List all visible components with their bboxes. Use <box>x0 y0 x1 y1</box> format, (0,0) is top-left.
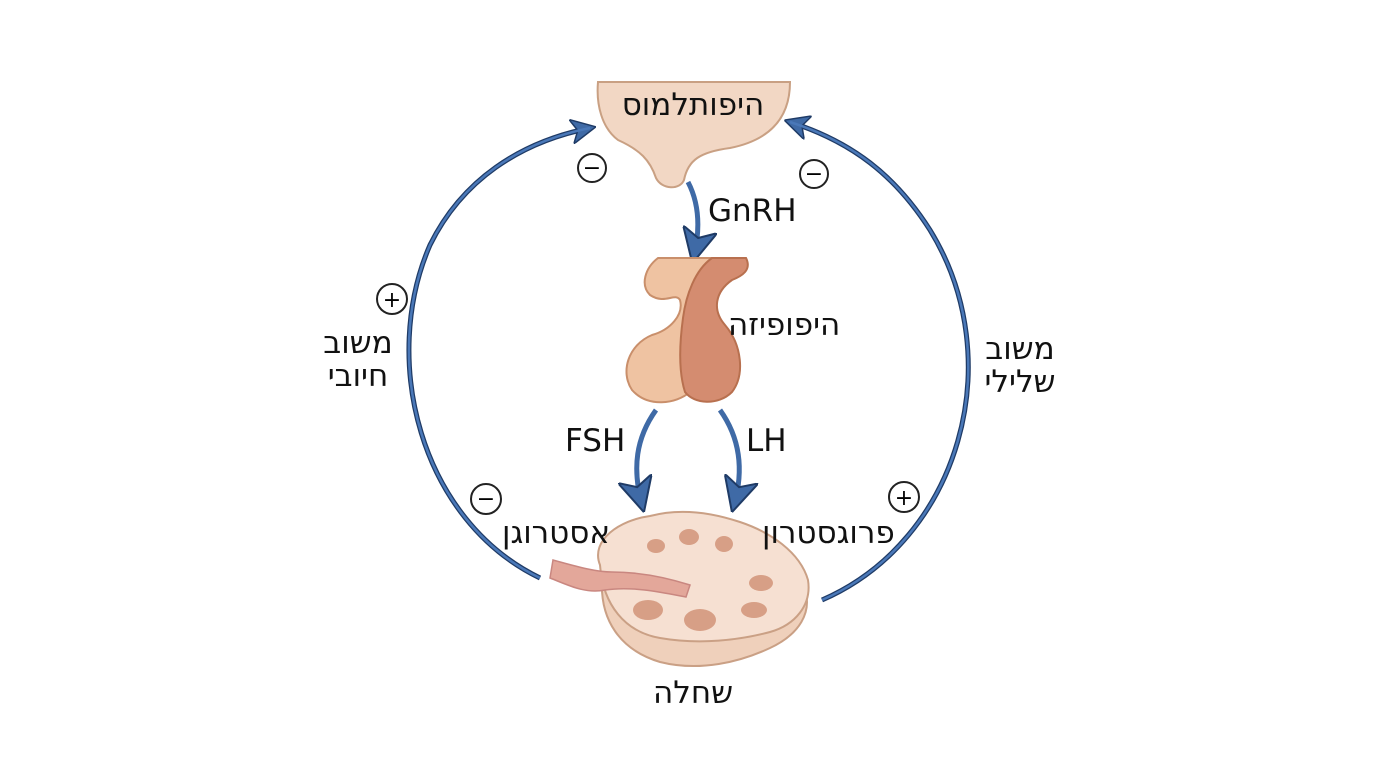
hypothalamus-label: היפותלמוס <box>621 87 765 123</box>
progesterone-label: פרוגסטרון <box>762 515 895 551</box>
svg-text:−: − <box>805 162 823 187</box>
positive-feedback-line2: חיובי <box>327 357 389 394</box>
ovary-label: שחלה <box>652 675 734 711</box>
minus-sign-hypothalamus-left: − <box>577 153 607 183</box>
gnrh-arrow <box>688 180 698 256</box>
fsh-label: FSH <box>565 423 626 459</box>
ovary-shape <box>549 510 810 668</box>
minus-sign-estrogen: − <box>470 483 502 515</box>
svg-text:−: − <box>477 487 495 512</box>
negative-feedback-line1: משוב <box>985 331 1055 367</box>
minus-sign-hypothalamus-right: − <box>799 159 829 189</box>
plus-sign-positive-feedback: + <box>376 283 408 315</box>
positive-feedback-arc <box>406 128 590 581</box>
negative-feedback-label: משוב שלילי <box>970 333 1070 398</box>
pituitary-shape <box>625 257 749 404</box>
lh-label: LH <box>746 423 787 459</box>
svg-text:+: + <box>383 288 401 313</box>
plus-sign-progesterone: + <box>888 481 920 513</box>
pituitary-label: היפופיזה <box>728 307 841 343</box>
svg-text:+: + <box>895 486 913 511</box>
hypothalamus-shape <box>596 81 792 189</box>
svg-text:−: − <box>583 156 601 181</box>
fsh-arrow <box>637 408 659 505</box>
positive-feedback-label: משוב חיובי <box>310 327 406 392</box>
gnrh-label: GnRH <box>708 193 797 229</box>
estrogen-label: אסטרוגן <box>502 515 611 551</box>
negative-feedback-line2: שלילי <box>984 363 1056 400</box>
positive-feedback-line1: משוב <box>323 325 393 361</box>
lh-arrow <box>717 408 739 505</box>
